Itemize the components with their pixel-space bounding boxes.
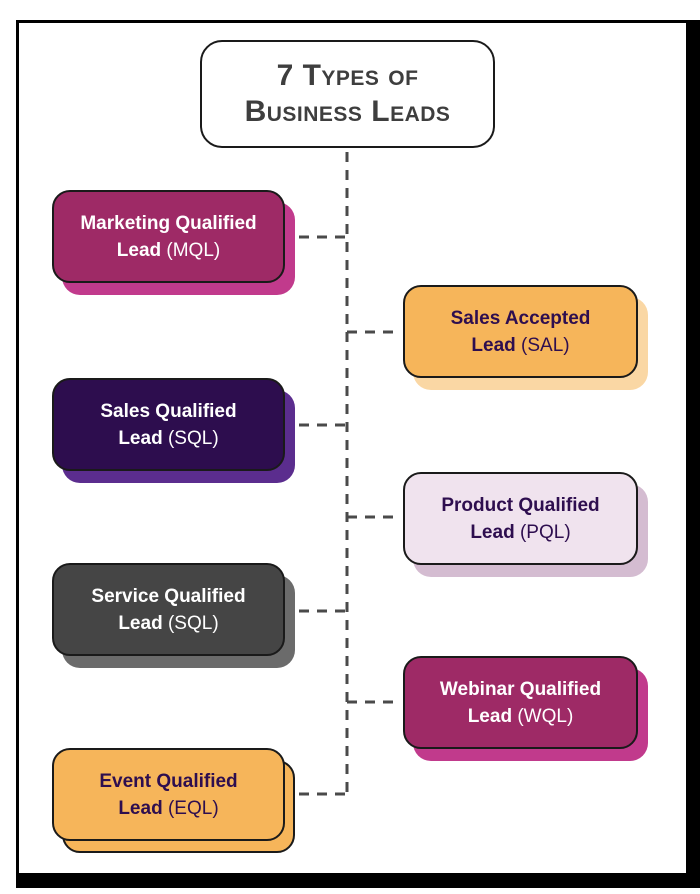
card-sales-accepted-lead: Sales Accepted Lead (SAL) [403, 285, 648, 390]
card-marketing-qualified-lead: Marketing Qualified Lead (MQL) [52, 190, 295, 295]
card-face: Event Qualified Lead (EQL) [52, 748, 285, 841]
card-subtitle: Lead (SAL) [471, 334, 570, 356]
card-title: Sales Accepted [450, 307, 591, 329]
card-subtitle: Lead (SQL) [118, 427, 219, 449]
card-subtitle: Lead (PQL) [470, 521, 571, 543]
card-service-qualified-lead: Service Qualified Lead (SQL) [52, 563, 295, 668]
card-subtitle: Lead (SQL) [118, 612, 219, 634]
card-face: Sales Accepted Lead (SAL) [403, 285, 638, 378]
card-face: Webinar Qualified Lead (WQL) [403, 656, 638, 749]
card-product-qualified-lead: Product Qualified Lead (PQL) [403, 472, 648, 577]
card-webinar-qualified-lead: Webinar Qualified Lead (WQL) [403, 656, 648, 761]
title-box: 7 Types of Business Leads [200, 40, 495, 148]
card-title: Webinar Qualified [439, 678, 602, 700]
card-title: Marketing Qualified [80, 212, 257, 234]
card-title: Product Qualified [441, 494, 600, 516]
card-subtitle: Lead (MQL) [116, 239, 221, 261]
title-line-1: 7 Types of [276, 59, 419, 92]
card-face: Sales Qualified Lead (SQL) [52, 378, 285, 471]
card-sales-qualified-lead: Sales Qualified Lead (SQL) [52, 378, 295, 483]
card-title: Sales Qualified [100, 400, 237, 422]
card-face: Product Qualified Lead (PQL) [403, 472, 638, 565]
card-face: Service Qualified Lead (SQL) [52, 563, 285, 656]
card-subtitle: Lead (EQL) [118, 797, 219, 819]
card-subtitle: Lead (WQL) [467, 705, 574, 727]
card-title: Service Qualified [91, 585, 246, 607]
title-line-2: Business Leads [244, 95, 451, 128]
card-event-qualified-lead: Event Qualified Lead (EQL) [52, 748, 295, 853]
card-title: Event Qualified [99, 770, 238, 792]
card-face: Marketing Qualified Lead (MQL) [52, 190, 285, 283]
